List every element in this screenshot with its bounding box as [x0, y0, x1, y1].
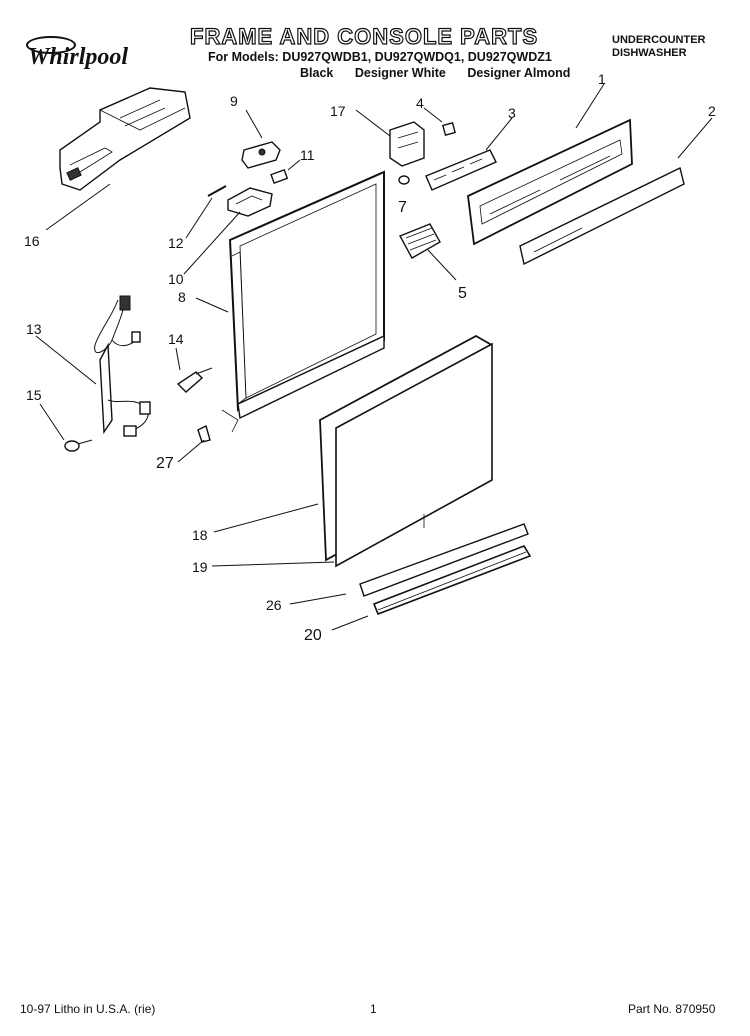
part-3-control-board [425, 149, 497, 191]
part-14-switch [176, 367, 213, 393]
leader-lines [35, 83, 713, 631]
callout-14: 14 [168, 331, 184, 347]
callout-9: 9 [230, 93, 238, 109]
part-15-screw [64, 439, 93, 452]
part-7-screw [398, 175, 410, 185]
page-number: 1 [370, 1002, 377, 1016]
part-8-door-frame [221, 170, 385, 433]
part-17-bracket [389, 121, 425, 167]
color-designer-white: Designer White [354, 66, 446, 80]
callout-27: 27 [156, 455, 174, 472]
appliance-category: UNDERCOUNTER DISHWASHER [612, 34, 706, 60]
callout-18: 18 [192, 527, 208, 543]
callout-1: 1 [598, 71, 606, 87]
callout-11: 11 [300, 147, 315, 163]
litho-note: 10-97 Litho in U.S.A. (rie) [20, 1002, 156, 1016]
part-16-vent-housing [59, 87, 191, 191]
callout-12: 12 [168, 235, 184, 251]
callout-7: 7 [398, 199, 407, 216]
callout-20: 20 [304, 627, 322, 644]
part-number: Part No. 870950 [628, 1002, 716, 1016]
part-9-latch [241, 141, 281, 169]
callout-13: 13 [26, 321, 42, 337]
page-title: FRAME AND CONSOLE PARTS [189, 23, 539, 49]
callout-5: 5 [458, 285, 467, 302]
category-line-2: DISHWASHER [612, 47, 687, 59]
part-19-inner-door-panel [335, 342, 493, 568]
callout-2: 2 [708, 103, 716, 119]
model-list: For Models: DU927QWDB1, DU927QWDQ1, DU92… [208, 50, 552, 64]
part-27-clip [197, 424, 211, 443]
part-10-latch-bracket [227, 187, 273, 217]
callout-3: 3 [508, 105, 516, 121]
part-13-wiring-harness [94, 295, 151, 437]
callout-26: 26 [266, 597, 282, 613]
logo-swirl-icon [26, 36, 76, 54]
whirlpool-logo: Whirlpool [18, 30, 158, 74]
part-11-connector [270, 168, 289, 184]
part-12-pin [207, 185, 227, 197]
callout-8: 8 [178, 289, 186, 305]
color-black: Black [300, 66, 334, 80]
color-list: Black Designer White Designer Almond [300, 66, 588, 80]
part-2-control-strip [519, 166, 685, 266]
callout-16: 16 [24, 233, 40, 249]
category-line-1: UNDERCOUNTER [612, 34, 706, 46]
callout-19: 19 [192, 559, 208, 575]
brand-name: Whirlpool [28, 44, 129, 70]
color-designer-almond: Designer Almond [467, 66, 571, 80]
part-26-trim-strip [359, 523, 529, 597]
callout-10: 10 [168, 271, 184, 287]
callout-15: 15 [26, 387, 42, 403]
part-5-button-cluster [399, 223, 441, 259]
part-1-console-panel [467, 118, 633, 246]
part-4-knob [442, 122, 456, 136]
part-20-bottom-trim [372, 545, 532, 616]
callout-17: 17 [330, 103, 346, 119]
callout-4: 4 [416, 95, 424, 111]
